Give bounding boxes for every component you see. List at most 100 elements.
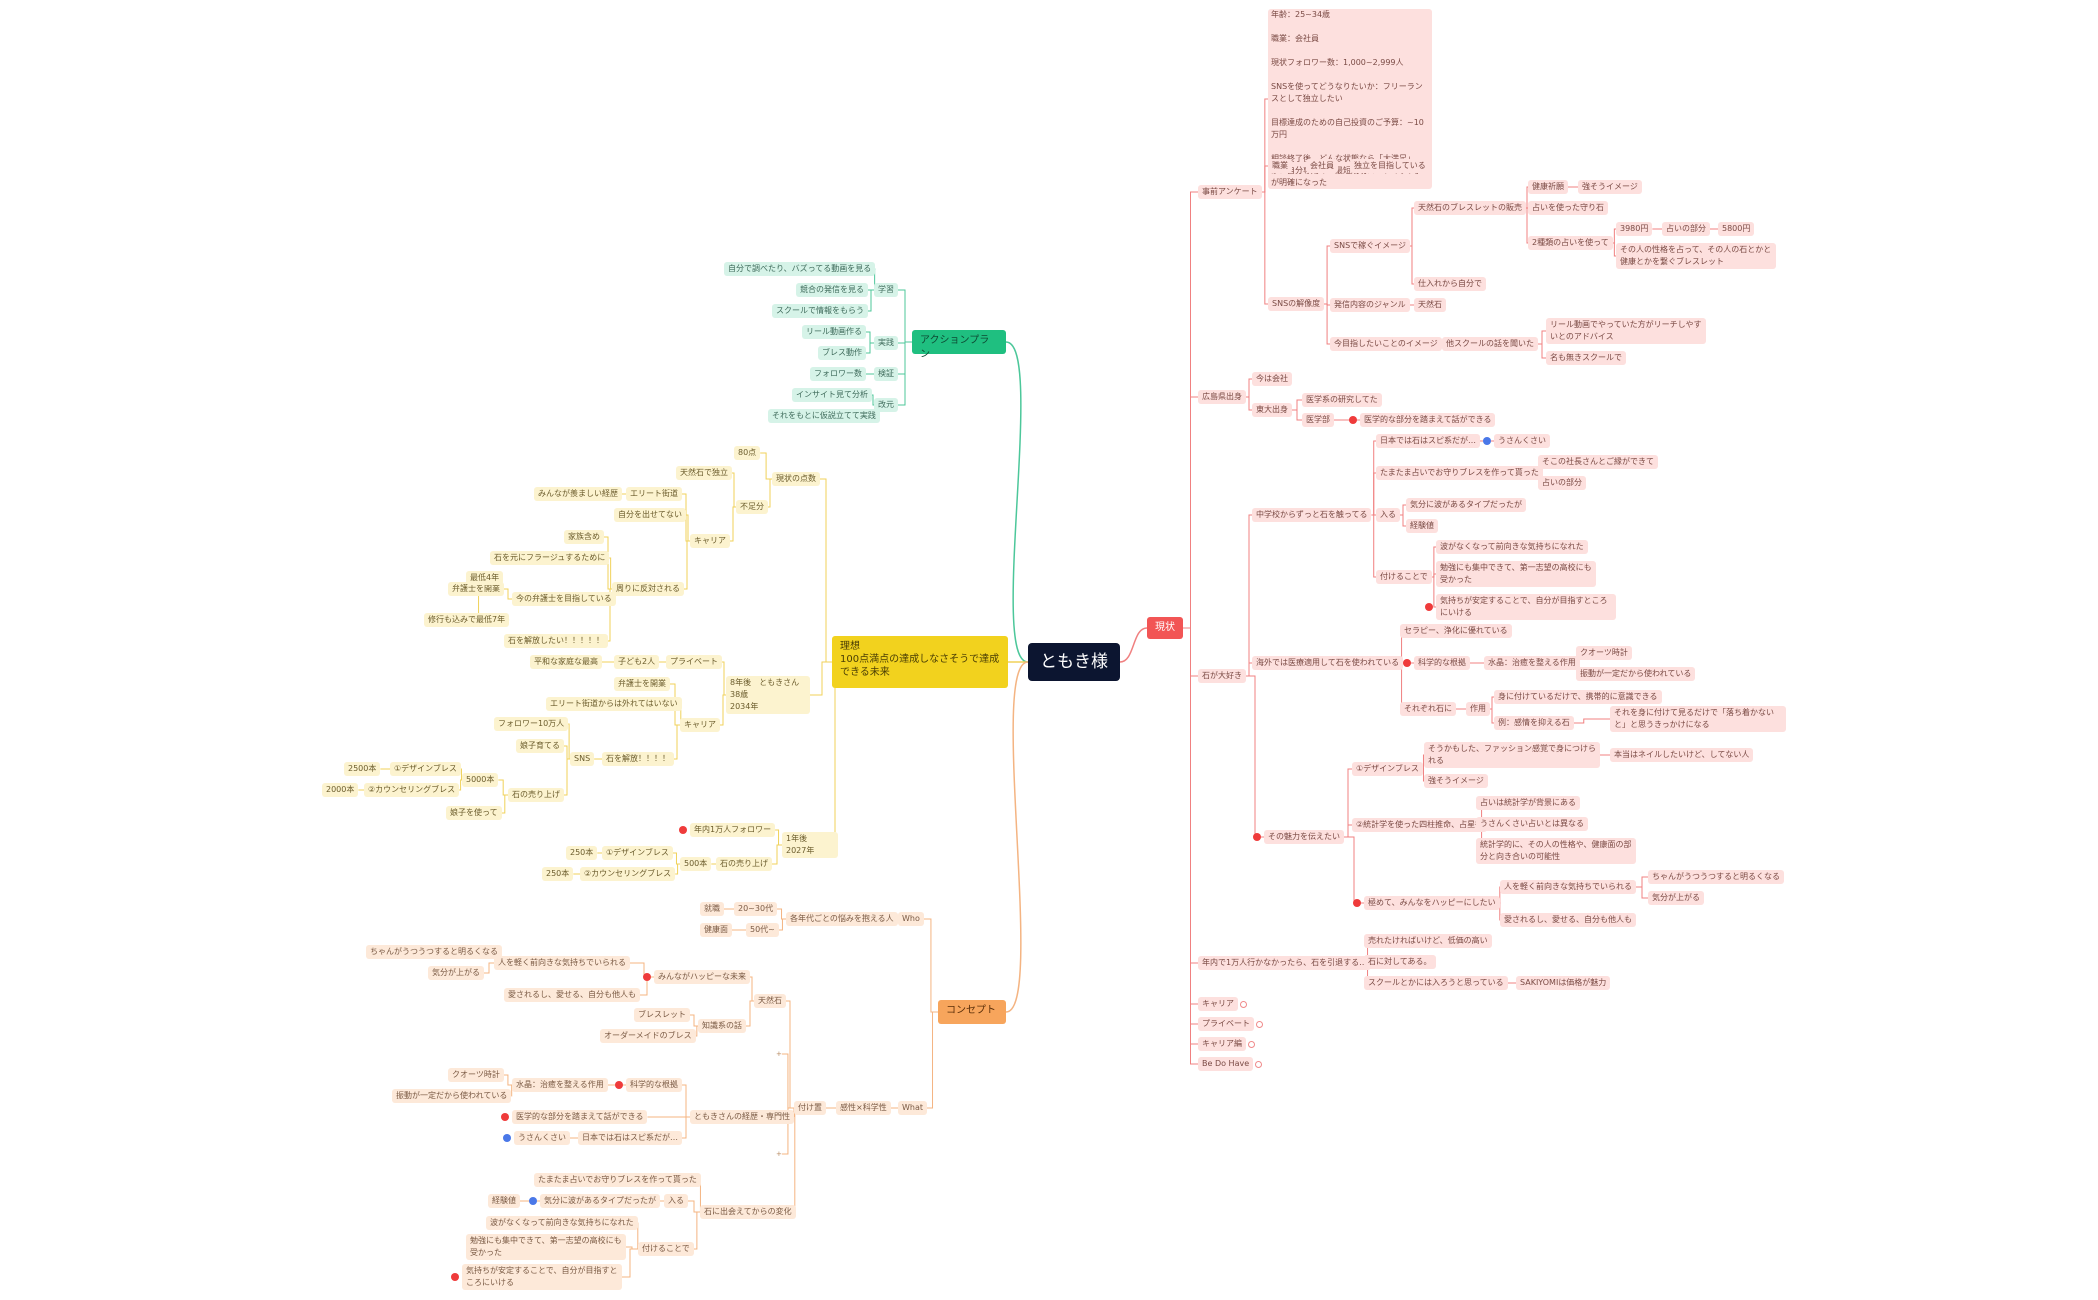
mind-map-node-o-ire[interactable]: 入る [664,1194,688,1208]
branch-riso[interactable]: 理想 100点満点の達成しなさそうで達成できる未来 [832,636,1008,688]
mind-map-node-o-deai[interactable]: 石に出会えてからの変化 [700,1205,796,1219]
mind-map-node-r-toukei-1[interactable]: 占いは統計学が背景にある [1476,796,1580,810]
mind-map-node-y-uriage2[interactable]: 石の売り上げ [716,857,772,871]
mind-map-node-y-80[interactable]: 80点 [734,446,761,460]
mind-map-node-r-sns[interactable]: SNSの解像度 [1268,297,1325,311]
mind-map-node-r-sns-image[interactable]: SNSで稼ぐイメージ [1330,239,1410,253]
mind-map-node-o-antei[interactable]: 気持ちが安定することで、自分が目指すところにいける [462,1264,622,1290]
mind-map-node-y-1nen[interactable]: 1年後 2027年 [782,832,838,858]
mind-map-node-r-usan[interactable]: うさんくさい [1494,434,1550,448]
mind-map-node-y-uriage[interactable]: 石の売り上げ [508,788,564,802]
mind-map-node-y-ten[interactable]: 天然石で独立 [676,466,732,480]
mind-map-node-r-nami[interactable]: 波がなくなって前向きな気持ちになれた [1436,540,1588,554]
mind-map-node-r-sorezore[interactable]: それぞれ石に [1400,702,1456,716]
mind-map-node-y-kaiho[interactable]: 石を解放したい！！！！！ [504,634,608,648]
mind-map-node-o-nayami[interactable]: 各年代ごとの悩みを抱える人 [786,912,898,926]
mind-map-node-r-jp[interactable]: 日本では石はスピ系だが… [1376,434,1480,448]
mind-map-node-r-now[interactable]: 今目指したいことのイメージ [1330,337,1442,351]
mind-map-node-o-order[interactable]: オーダーメイドのブレス [600,1029,696,1043]
mind-map-node-r-hado[interactable]: 振動が一定だから使われている [1576,667,1696,681]
mind-map-node-o-quartz[interactable]: クオーツ時計 [448,1068,504,1082]
mind-map-node-y-heiwa[interactable]: 平和な家庭な最高 [530,655,602,669]
mind-map-node-o-suisho[interactable]: 水晶：治癒を整える作用 [512,1078,608,1092]
mind-map-node-r-career[interactable]: キャリア [1198,997,1238,1011]
mind-map-node-y-minna[interactable]: みんなが羨ましい経歴 [534,487,622,501]
mind-map-node-r-shiire[interactable]: 仕入れから自分で [1414,277,1486,291]
mind-map-node-r-kyo-2[interactable]: それを身に付けて見るだけで「落ち着かないと」と思うきっかけになる [1610,706,1786,732]
mind-map-node-r-genre[interactable]: 発信内容のジャンル [1330,298,1410,312]
mind-map-node-r-toukei-2[interactable]: うさんくさい占いとは異なる [1476,817,1588,831]
mind-map-node-r-5800[interactable]: 5800円 [1718,222,1755,236]
mind-map-node-o-shukatsu[interactable]: 就職 [700,902,724,916]
mind-map-node-r-3980[interactable]: 3980円 [1616,222,1653,236]
mind-map-node-r-job-1[interactable]: 会社員 [1306,159,1338,173]
mind-map-node-r-honto[interactable]: 本当はネイルしたいけど、してない人 [1610,748,1754,762]
mind-map-node-r-kagakuteki[interactable]: 科学的な根拠 [1414,656,1470,670]
mind-map-node-o-plus1[interactable]: + [776,1050,782,1058]
mind-map-node-o-happy[interactable]: みんながハッピーな未来 [654,970,750,984]
mind-map-node-y-jibun[interactable]: 自分を出せてない [614,508,686,522]
mind-map-node-o-chishiki[interactable]: 知識系の話 [698,1019,746,1033]
mind-map-node-y-ishi[interactable]: 石を元にフラージュするために [490,551,610,565]
mind-map-node-g-g3[interactable]: スクールで情報をもらう [772,304,868,318]
branch-action-plan[interactable]: アクションプラン [912,330,1006,360]
mind-map-node-o-kibun[interactable]: 気分が上がる [428,966,484,980]
mind-map-node-y-elite[interactable]: エリート街道 [626,487,682,501]
mind-map-node-o-what[interactable]: What [898,1101,928,1115]
mind-map-node-y-follower[interactable]: フォロワー10万人 [494,717,569,731]
mind-map-node-o-kagaku[interactable]: 科学的な根拠 [626,1078,682,1092]
mind-map-node-g-j2[interactable]: ブレス動作 [818,346,866,360]
mind-map-node-y-8nen[interactable]: 8年後 ともきさん38歳 2034年 [726,676,810,714]
mind-map-node-o-kimochi[interactable]: 気分に波があるタイプだったが [540,1194,660,1208]
mind-map-node-y-1man[interactable]: 年内1万人フォロワー [690,823,776,837]
mind-map-node-y-genjo[interactable]: 現状の点数 [772,472,820,486]
mind-map-node-o-juken[interactable]: 勉強にも集中できて、第一志望の高校にも受かった [466,1234,626,1260]
mind-map-node-y-kodomo[interactable]: 子ども2人 [614,655,660,669]
mind-map-node-r-kibun[interactable]: 気分が上がる [1648,891,1704,905]
mind-map-node-r-health-2[interactable]: 強そうイメージ [1578,180,1642,194]
mind-map-node-g-kensho[interactable]: 検証 [874,367,898,381]
mind-map-node-y-5000[interactable]: 5000本 [462,773,499,787]
mind-map-node-r-tsuyoi[interactable]: 強そうイメージ [1424,774,1488,788]
mind-map-node-y-career2[interactable]: キャリア [680,718,720,732]
mind-map-node-y-saiko[interactable]: 最低4年 [466,571,504,585]
mind-map-node-y-bengo2[interactable]: 弁護士を開業 [614,677,670,691]
mind-map-node-r-school-2[interactable]: 名も無きスクールで [1546,351,1626,365]
mind-map-node-r-two[interactable]: 2種類の占いを使って [1528,236,1613,250]
mind-map-node-r-koko[interactable]: 広島県出身 [1198,390,1246,404]
mind-map-node-y-musume2[interactable]: 娘子を使って [446,806,502,820]
mind-map-node-r-ishini[interactable]: 石に対してある。 [1364,955,1436,969]
mind-map-node-y-ima[interactable]: 今の弁護士を目指している [512,592,616,606]
mind-map-node-y-fusoku[interactable]: 不足分 [736,500,768,514]
mind-map-node-r-antei[interactable]: 気持ちが安定することで、自分が目指すところにいける [1436,594,1616,620]
mind-map-node-y-shugyo[interactable]: 修行も込みで最低7年 [424,613,510,627]
mind-map-node-r-chan[interactable]: ちゃんがうつうつすると明るくなる [1648,870,1784,884]
mind-map-node-y-sns[interactable]: SNS [570,752,595,766]
mind-map-node-r-private[interactable]: プライベート [1198,1017,1254,1031]
mind-map-node-r-uranai[interactable]: 占いの部分 [1538,476,1586,490]
mind-map-node-r-chu[interactable]: 中学校からずっと石を触ってる [1252,508,1372,522]
branch-genjo[interactable]: 現状 [1147,617,1183,639]
mind-map-node-y-c1[interactable]: ②カウンセリングブレス [364,783,460,797]
mind-map-node-y-d2[interactable]: ①デザインブレス [602,846,673,860]
mind-map-node-g-g2[interactable]: 競合の発信を見る [796,283,868,297]
mind-map-node-o-tennen[interactable]: 天然石 [754,994,786,1008]
expand-toggle-icon[interactable] [1255,1060,1263,1068]
mind-map-node-y-d1[interactable]: ①デザインブレス [390,762,461,776]
mind-map-node-o-yuki[interactable]: 感性×科学性 [836,1101,891,1115]
mind-map-node-y-250a[interactable]: 250本 [566,846,598,860]
mind-map-node-y-elite2[interactable]: エリート街道からは外れてはいない [546,697,682,711]
expand-toggle-icon[interactable] [1256,1020,1263,1028]
mind-map-node-r-yaku-2[interactable]: 医学部 [1302,413,1334,427]
mind-map-node-o-keiken[interactable]: 経験値 [488,1194,520,1208]
mind-map-node-r-daigaku[interactable]: 東大出身 [1252,403,1292,417]
mind-map-node-o-keireki[interactable]: ともきさんの経歴・専門性 [690,1110,794,1124]
mind-map-node-r-toukei-3[interactable]: 統計学的に、その人の性格や、健康面の部分と向き合いの可能性 [1476,838,1636,864]
root-node[interactable]: ともき様 [1028,643,1120,681]
mind-map-node-r-tama[interactable]: たまたま占いでお守りブレスを作って貰った [1376,466,1543,480]
mind-map-node-r-reel[interactable]: リール動画でやっていた方がリーチしやすいとのアドバイス [1546,318,1706,344]
mind-map-node-o-aisare[interactable]: 愛されるし、愛せる、自分も他人も [504,988,640,1002]
mind-map-node-g-gakushu[interactable]: 学習 [874,283,898,297]
mind-map-node-r-toukei[interactable]: ②統計学を使った四柱推命、占星術 [1352,818,1488,832]
mind-map-node-r-kimochi[interactable]: 気分に波があるタイプだったが [1406,498,1526,512]
